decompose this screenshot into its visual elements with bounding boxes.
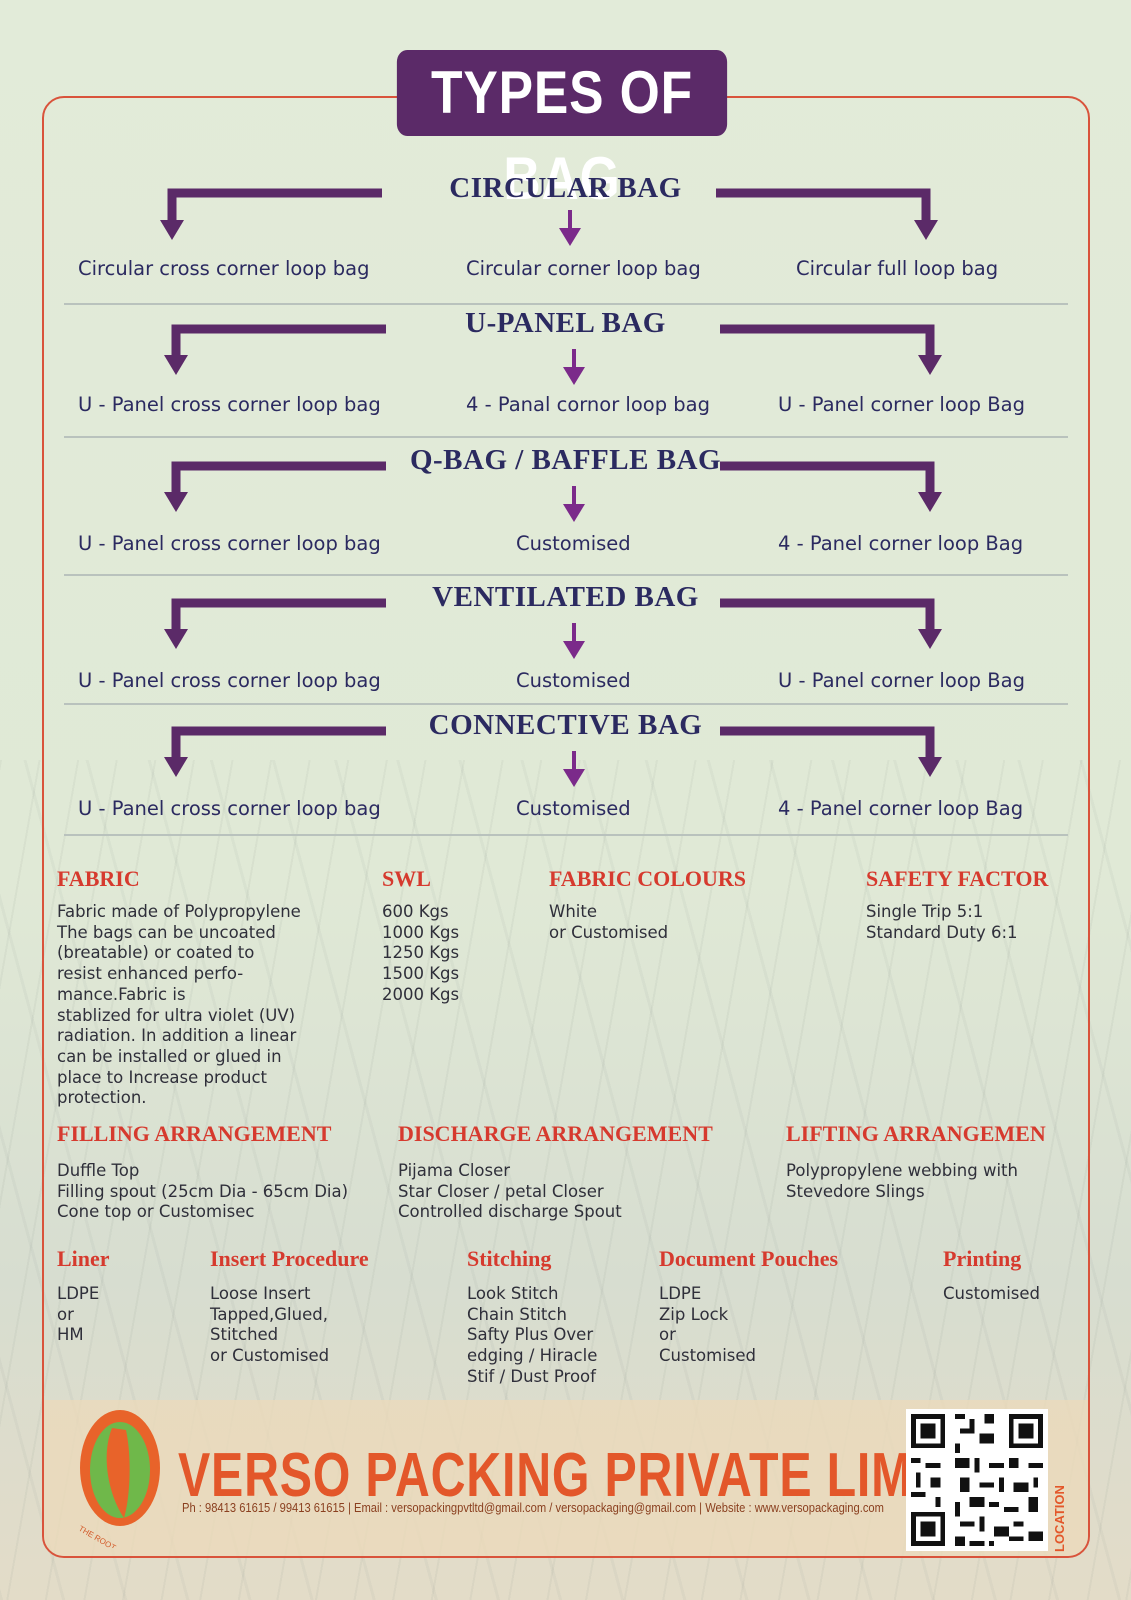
bag-option-right: 4 - Panel corner loop Bag [778,797,1024,820]
bag-type-connective: CONNECTIVE BAG U - Panel cross corner lo… [0,709,1131,829]
pouches-heading: Document Pouches [659,1246,839,1271]
bag-type-q-bag: Q-BAG / BAFFLE BAG U - Panel cross corne… [0,444,1131,564]
bag-type-circular: CIRCULAR BAG Circular cross corner loop … [0,172,1131,292]
logo-tagline-text: THE ROOT OF PACKAGING [77,1524,171,1548]
divider [64,436,1068,438]
fabric-colours-heading: FABRIC COLOURS [549,866,747,891]
bag-type-title: Q-BAG / BAFFLE BAG [409,444,722,476]
bag-option-center: Customised [516,797,631,820]
bag-option-left: U - Panel cross corner loop bag [78,393,381,416]
bag-option-center: Customised [516,532,631,555]
bag-option-center: Customised [516,669,631,692]
branch-arrows [164,726,942,787]
divider [64,574,1068,576]
divider [64,703,1068,705]
divider [64,303,1068,305]
lifting-heading: LIFTING ARRANGEMEN [786,1121,1046,1146]
bag-type-title: CONNECTIVE BAG [428,709,703,741]
bag-option-left: U - Panel cross corner loop bag [78,669,381,692]
filling-heading: FILLING ARRANGEMENT [57,1121,332,1146]
bag-option-left: U - Panel cross corner loop bag [78,532,381,555]
liner-heading: Liner [57,1246,110,1271]
bag-type-title: U-PANEL BAG [465,307,666,339]
bag-option-right: U - Panel corner loop Bag [778,669,1025,692]
branch-arrows [160,188,938,246]
bag-type-title: CIRCULAR BAG [449,172,682,204]
bag-type-ventilated: VENTILATED BAG U - Panel cross corner lo… [0,581,1131,701]
fabric-heading: FABRIC [57,866,140,891]
bag-option-right: Circular full loop bag [796,257,999,280]
safety-factor-heading: SAFETY FACTOR [866,866,1049,891]
printing-heading: Printing [943,1246,1022,1271]
bag-option-center: Circular corner loop bag [466,257,701,280]
qr-code[interactable] [906,1409,1048,1551]
branch-arrows [164,324,942,385]
bag-type-u-panel: U-PANEL BAG U - Panel cross corner loop … [0,307,1131,427]
bag-option-left: U - Panel cross corner loop bag [78,797,381,820]
contact-info: Ph : 98413 61615 / 99413 61615 | Email :… [182,1500,884,1515]
company-logo: THE ROOT OF PACKAGING [77,1410,171,1548]
page-title: TYPES OF BAG [396,50,728,212]
stitching-heading: Stitching [467,1246,552,1271]
swl-heading: SWL [382,866,431,891]
bag-option-left: Circular cross corner loop bag [78,257,370,280]
bag-type-title: VENTILATED BAG [432,581,699,613]
bag-option-right: 4 - Panel corner loop Bag [778,532,1024,555]
insert-heading: Insert Procedure [210,1246,369,1271]
branch-arrows [164,598,942,659]
bag-option-center: 4 - Panal cornor loop bag [466,393,710,416]
bag-option-right: U - Panel corner loop Bag [778,393,1025,416]
divider [64,834,1068,836]
branch-arrows [164,461,942,522]
company-name: VERSO PACKING PRIVATE LIMITED [178,1441,1026,1510]
location-label[interactable]: LOCATION [1052,1485,1067,1552]
printing-text: Customised [943,1284,1041,1303]
discharge-heading: DISCHARGE ARRANGEMENT [398,1121,713,1146]
